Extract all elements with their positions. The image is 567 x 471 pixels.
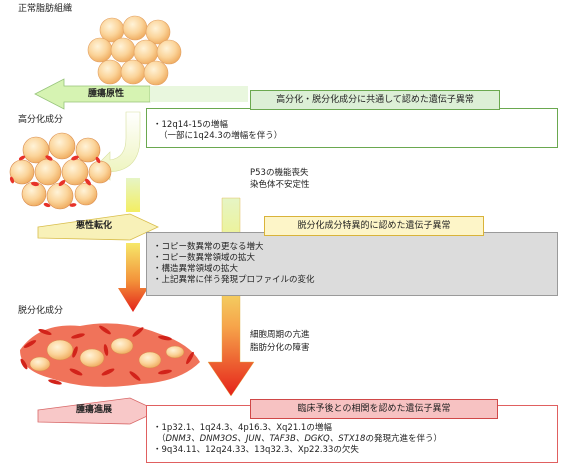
box2-line1: ・コピー数異常の更なる増大 — [153, 242, 264, 252]
common-abnormality-box: ・12q14-15の増幅 （一部に1q24.3の増幅を伴う） — [146, 108, 558, 148]
red-arrow-small — [118, 243, 148, 312]
dediff-specific-box: ・コピー数異常の更なる増大 ・コピー数異常領域の拡大 ・構造異常領域の拡大 ・上… — [146, 232, 558, 296]
yellow-arrow — [126, 178, 140, 212]
box3-line2: （DNM3、DNM3OS、JUN、TAF3B、DGKQ、STX18の発現亢進を伴… — [157, 434, 551, 445]
box2-line2: ・コピー数異常領域の拡大 — [153, 253, 256, 263]
stage-tumor-origin: 腫瘍原性 — [88, 89, 125, 99]
stage-malignant: 悪性転化 — [76, 221, 113, 231]
mid2-line1: 細胞周期の亢進 — [250, 330, 310, 340]
mid2-line2: 脂肪分化の障害 — [250, 343, 310, 353]
dediff-specific-header: 脱分化成分特異的に認めた遺伝子異常 — [264, 216, 484, 236]
mid1-line1: P53の機能喪失 — [250, 168, 309, 178]
well-diff-cells-illustration — [9, 132, 112, 210]
dediff-cells-illustration — [20, 323, 200, 387]
box3-line2-open: （ — [157, 434, 166, 444]
common-abnormality-header: 高分化・脱分化成分に共通して認めた遺伝子異常 — [250, 90, 500, 110]
prognosis-header: 臨床予後との相関を認めた遺伝子異常 — [250, 399, 498, 419]
normal-fat-cells-illustration — [87, 15, 182, 86]
stage-progression: 腫瘍進展 — [76, 405, 113, 415]
well-diff-label: 高分化成分 — [18, 115, 64, 125]
box1-line1: ・12q14-15の増幅 — [153, 120, 228, 130]
progression-pentagon — [37, 397, 159, 425]
box3-line2-close: の発現亢進を伴う） — [365, 434, 442, 444]
box1-line2: （一部に1q24.3の増幅を伴う） — [159, 131, 283, 141]
box3-line3: ・9q34.11、12q24.33、13q32.3、Xp22.33の欠失 — [153, 445, 359, 455]
malignant-pentagon — [37, 213, 159, 241]
mid1-line2: 染色体不安定性 — [250, 180, 310, 190]
box3-gene-list: DNM3、DNM3OS、JUN、TAF3B、DGKQ、STX18 — [165, 434, 366, 444]
long-progress-arrow — [207, 197, 255, 397]
box3-line1: ・1p32.1、1q24.3、4p16.3、Xq21.1の増幅 — [153, 423, 332, 433]
normal-fat-label: 正常脂肪組織 — [18, 4, 73, 14]
box2-line3: ・構造異常領域の拡大 — [153, 264, 239, 274]
box2-line4: ・上記異常に伴う発現プロファイルの変化 — [153, 275, 315, 285]
dediff-label: 脱分化成分 — [18, 306, 64, 316]
